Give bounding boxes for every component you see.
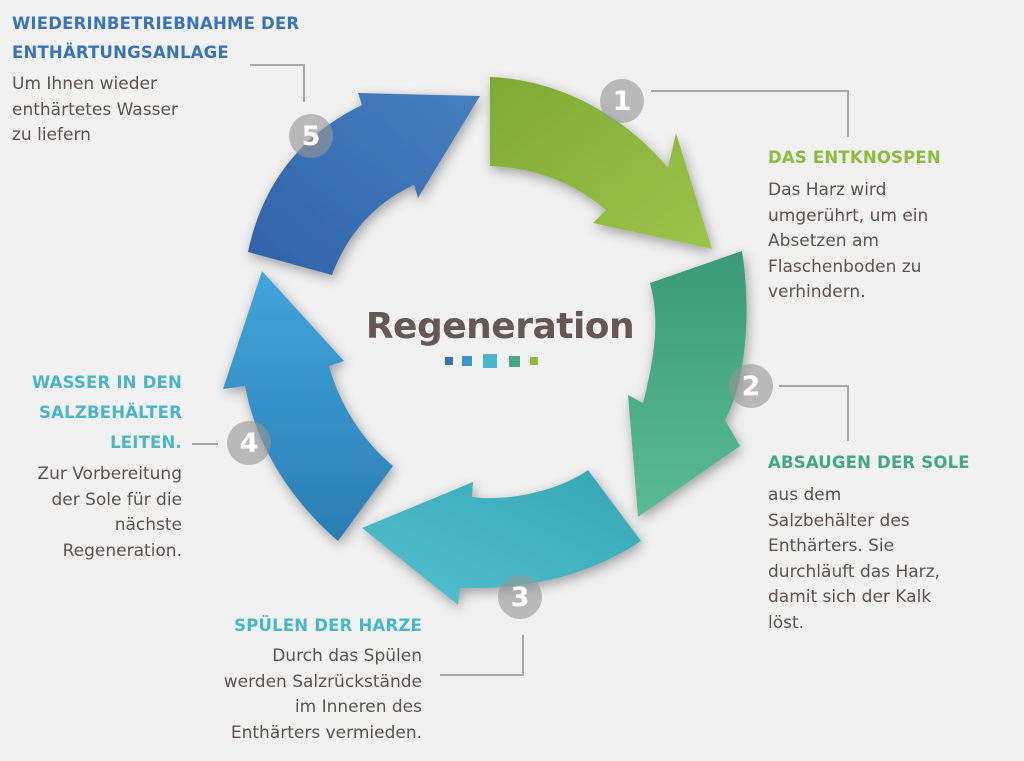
desc-line: im Inneren des bbox=[294, 697, 422, 717]
desc-line: damit sich der Kalk bbox=[768, 587, 932, 607]
desc-line: Um Ihnen wieder bbox=[12, 74, 157, 94]
desc-line: Durch das Spülen bbox=[272, 646, 422, 666]
connector-step-2-vertical bbox=[847, 385, 849, 441]
desc-line: Salzbehälter des bbox=[768, 510, 910, 531]
arrow-step-2 bbox=[628, 251, 747, 517]
step-2-title: ABSAUGEN DER SOLE bbox=[768, 453, 970, 472]
desc-line: verhindern. bbox=[768, 282, 866, 302]
step-5-number-badge: 5 bbox=[289, 114, 333, 158]
arrow-step-3 bbox=[362, 470, 641, 605]
desc-line: Zur Vorbereitung bbox=[37, 464, 182, 484]
desc-line: Enthärters. Sie bbox=[768, 536, 895, 556]
desc-line: umgerührt, um ein bbox=[768, 205, 929, 226]
desc-line: durchläuft das Harz, bbox=[768, 561, 940, 582]
title-line: LEITEN. bbox=[110, 433, 182, 452]
desc-line: zu liefern bbox=[12, 125, 91, 145]
connector-step-4 bbox=[192, 443, 218, 445]
connector-step-5-vertical bbox=[303, 64, 305, 102]
connector-step-3-vertical bbox=[522, 635, 524, 675]
desc-line: werden Salzrückstände bbox=[223, 671, 422, 692]
step-4-number-badge: 4 bbox=[227, 421, 271, 465]
desc-line: enthärtetes Wasser bbox=[12, 99, 178, 120]
connector-step-1-vertical bbox=[847, 90, 849, 137]
step-4-description: Zur Vorbereitung der Sole für die nächst… bbox=[0, 462, 182, 564]
arrow-step-5 bbox=[248, 93, 480, 275]
step-3-text: SPÜLEN DER HARZE Durch das Spülen werden… bbox=[150, 612, 422, 746]
desc-line: Flaschenboden zu bbox=[768, 256, 922, 277]
step-1-description: Das Harz wird umgerührt, um ein Absetzen… bbox=[768, 178, 1008, 306]
step-3-number-badge: 3 bbox=[498, 575, 542, 619]
step-2-number-badge: 2 bbox=[729, 364, 773, 408]
title-line: SALZBEHÄLTER bbox=[39, 403, 182, 422]
step-1-title: DAS ENTKNOSPEN bbox=[768, 148, 941, 167]
step-4-text: WASSER IN DEN SALZBEHÄLTER LEITEN. Zur V… bbox=[0, 368, 182, 564]
center-square-4 bbox=[509, 356, 520, 367]
arrow-step-4 bbox=[223, 271, 393, 541]
desc-line: Das Harz wird bbox=[768, 180, 887, 200]
title-line: ENTHÄRTUNGSANLAGE bbox=[12, 43, 229, 62]
step-1-text: DAS ENTKNOSPEN Das Harz wird umgerührt, … bbox=[768, 144, 1008, 306]
step-5-title: WIEDERINBETRIEBNAHME DER ENTHÄRTUNGSANLA… bbox=[12, 9, 332, 67]
connector-step-3 bbox=[440, 674, 524, 676]
desc-line: Regeneration. bbox=[62, 540, 182, 561]
connector-step-5 bbox=[250, 64, 304, 66]
step-2-description: aus dem Salzbehälter des Enthärters. Sie… bbox=[768, 483, 1018, 636]
center-square-2 bbox=[462, 356, 472, 366]
step-2-text: ABSAUGEN DER SOLE aus dem Salzbehälter d… bbox=[768, 449, 1018, 636]
step-5-text: WIEDERINBETRIEBNAHME DER ENTHÄRTUNGSANLA… bbox=[12, 9, 332, 149]
connector-step-2 bbox=[779, 385, 848, 387]
step-5-description: Um Ihnen wieder enthärtetes Wasser zu li… bbox=[12, 72, 332, 149]
title-line: WIEDERINBETRIEBNAHME DER bbox=[12, 14, 300, 33]
desc-line: Enthärters vermieden. bbox=[230, 722, 422, 743]
step-3-description: Durch das Spülen werden Salzrückstände i… bbox=[150, 644, 422, 746]
center-square-1 bbox=[445, 357, 453, 365]
center-square-3 bbox=[483, 354, 497, 368]
title-line: WASSER IN DEN bbox=[31, 373, 182, 392]
center-square-5 bbox=[530, 357, 538, 365]
step-1-number-badge: 1 bbox=[600, 79, 644, 123]
desc-line: löst. bbox=[768, 612, 805, 633]
center-title: Regeneration bbox=[365, 306, 635, 347]
step-4-title: WASSER IN DEN SALZBEHÄLTER LEITEN. bbox=[0, 368, 182, 458]
step-3-title: SPÜLEN DER HARZE bbox=[234, 616, 422, 635]
desc-line: der Sole für die bbox=[51, 489, 182, 510]
arrow-step-1 bbox=[490, 77, 712, 249]
desc-line: aus dem bbox=[768, 485, 842, 505]
connector-step-1 bbox=[651, 90, 848, 92]
desc-line: nächste bbox=[114, 515, 182, 535]
desc-line: Absetzen am bbox=[768, 231, 879, 251]
